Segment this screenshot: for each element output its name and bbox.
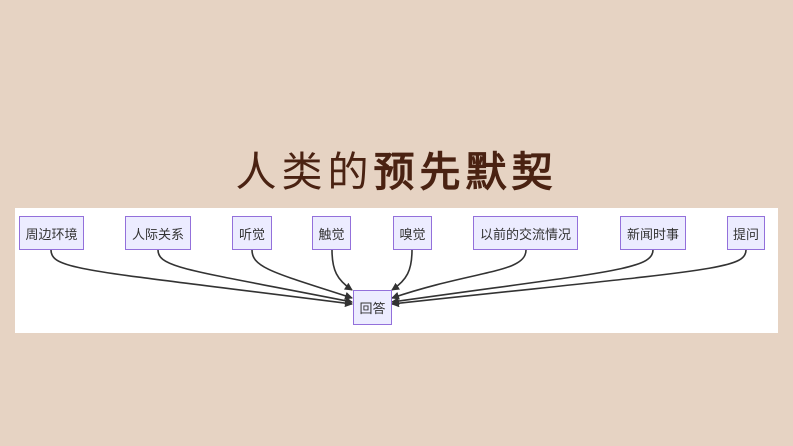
title-bold: 预先默契 [373, 148, 558, 196]
node-smell: 嗅觉 [393, 216, 432, 250]
node-previous-communication: 以前的交流情况 [473, 216, 578, 250]
title-light: 人类的 [235, 148, 374, 196]
node-hearing: 听觉 [232, 216, 272, 250]
edge-5 [391, 249, 413, 291]
diagram-panel: 周边环境 人际关系 听觉 触觉 嗅觉 以前的交流情况 新闻时事 提问 回答 [15, 208, 778, 333]
node-touch: 触觉 [312, 216, 351, 250]
edge-7 [391, 249, 654, 305]
edge-6 [391, 249, 527, 300]
node-relationships: 人际关系 [125, 216, 191, 250]
edges [50, 249, 747, 308]
edge-8 [391, 249, 747, 308]
node-environment: 周边环境 [19, 216, 84, 250]
edge-1 [50, 249, 353, 308]
node-answer: 回答 [353, 290, 392, 325]
node-news: 新闻时事 [620, 216, 686, 250]
node-question: 提问 [727, 216, 765, 250]
edge-4 [331, 249, 353, 291]
page-title: 人类的预先默契 [0, 138, 793, 198]
edge-3 [251, 249, 353, 300]
edge-2 [157, 249, 353, 305]
